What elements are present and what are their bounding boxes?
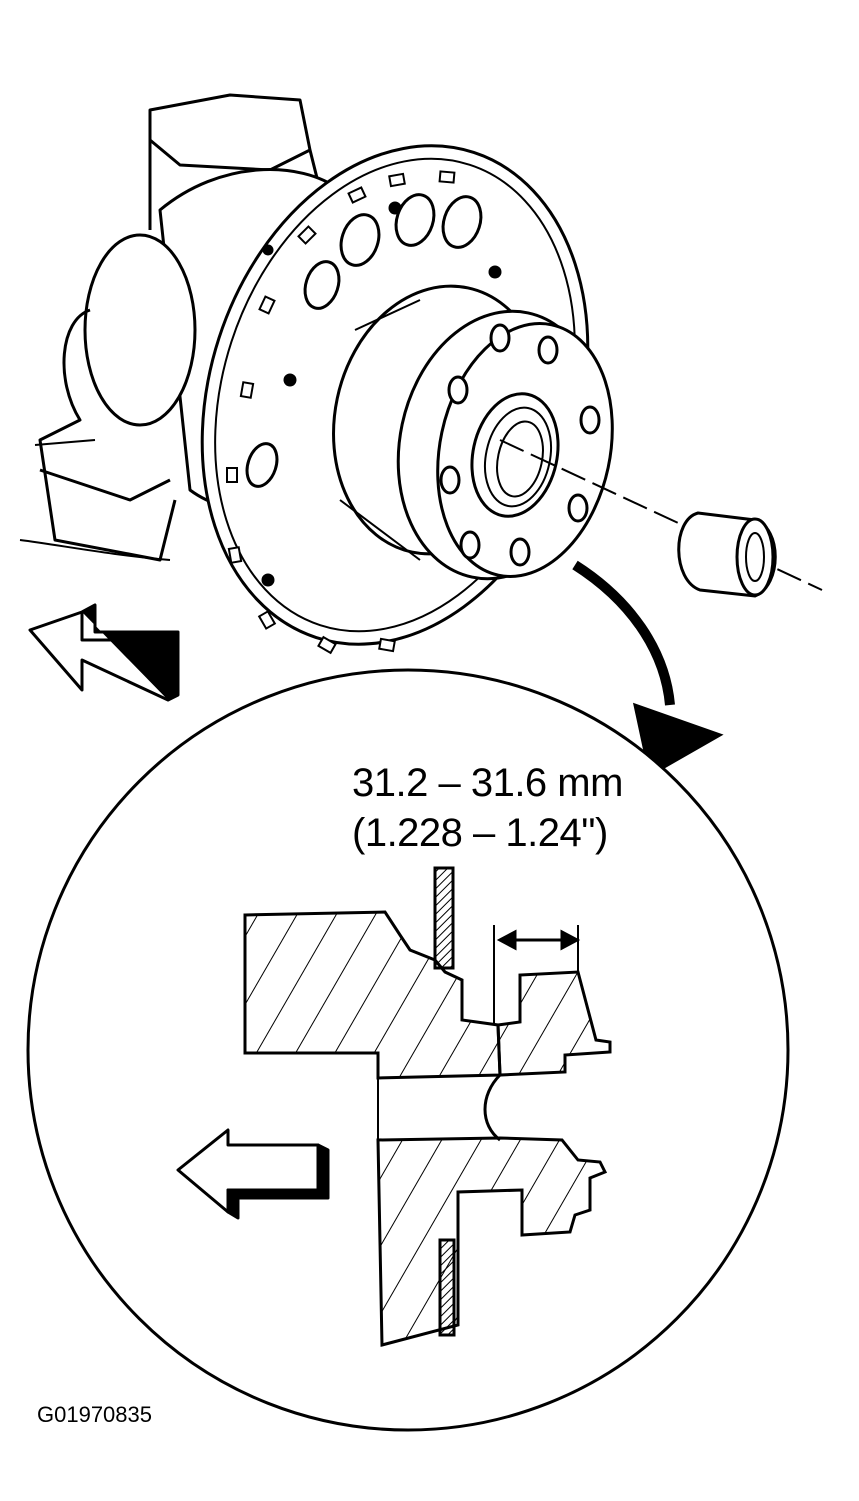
dimension-metric-label: 31.2 – 31.6 mm xyxy=(352,761,623,805)
crank-flange-lower xyxy=(376,1136,608,1347)
reluctor-section-upper xyxy=(433,866,455,970)
direction-arrow-detail xyxy=(176,1128,330,1220)
dimension-imperial-label: (1.228 – 1.24") xyxy=(352,811,608,855)
main-journal xyxy=(83,233,197,427)
crank-hub xyxy=(332,284,614,581)
crank-flange-upper xyxy=(243,910,502,1080)
detail-callout-arrow xyxy=(572,560,724,778)
figure-id-label: G01970835 xyxy=(37,1402,152,1427)
hub-section-upper xyxy=(496,970,612,1077)
pilot-bushing xyxy=(677,511,777,598)
dimension-arrows xyxy=(496,929,581,951)
reluctor-section-lower xyxy=(438,1238,456,1337)
direction-arrow-top xyxy=(28,603,180,702)
section-view xyxy=(243,866,612,1347)
block-corner xyxy=(148,93,312,172)
